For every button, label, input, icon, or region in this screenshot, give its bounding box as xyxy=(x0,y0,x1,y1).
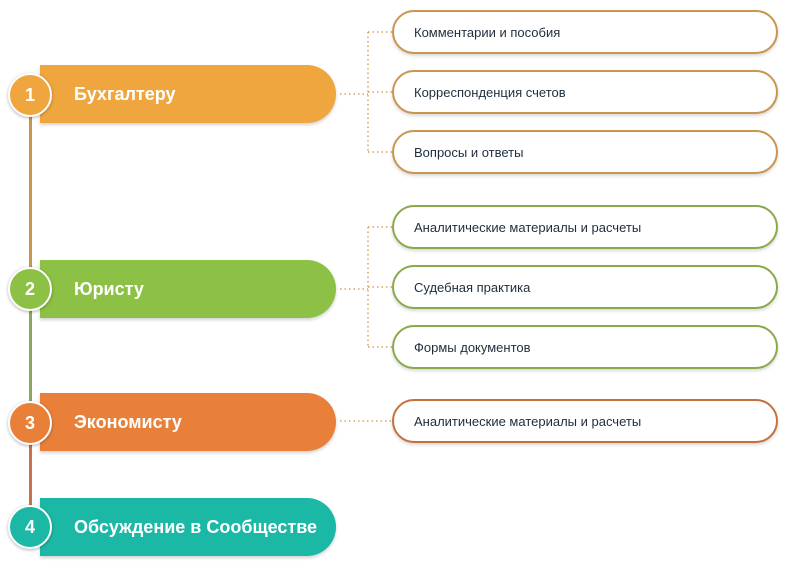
category-number-badge: 2 xyxy=(8,267,52,311)
spine-segment-3 xyxy=(29,444,32,508)
spine-segment-2 xyxy=(29,310,32,404)
subitem-commentaries[interactable]: Комментарии и пособия xyxy=(392,10,778,54)
subitem-questions-answers[interactable]: Вопросы и ответы xyxy=(392,130,778,174)
category-number-badge: 1 xyxy=(8,73,52,117)
category-banner-accountant[interactable]: Бухгалтеру xyxy=(40,65,336,123)
category-label: Экономисту xyxy=(74,411,182,432)
connector-group-2 xyxy=(340,226,392,348)
subitem-account-correspondence[interactable]: Корреспонденция счетов xyxy=(392,70,778,114)
category-banner-economist[interactable]: Экономисту xyxy=(40,393,336,451)
spine-segment-1 xyxy=(29,116,32,268)
connector-group-1 xyxy=(340,31,392,153)
subitem-label: Формы документов xyxy=(414,339,531,355)
subitem-label: Аналитические материалы и расчеты xyxy=(414,413,642,429)
subitem-label: Вопросы и ответы xyxy=(414,144,524,160)
category-label: Обсуждение в Сообществе xyxy=(74,516,318,537)
category-banner-community[interactable]: Обсуждение в Сообществе xyxy=(40,498,336,556)
subitem-label: Комментарии и пособия xyxy=(414,24,561,40)
category-banner-lawyer[interactable]: Юристу xyxy=(40,260,336,318)
subitem-analytics-lawyer[interactable]: Аналитические материалы и расчеты xyxy=(392,205,778,249)
subitem-label: Корреспонденция счетов xyxy=(414,84,566,100)
subitem-analytics-economist[interactable]: Аналитические материалы и расчеты xyxy=(392,399,778,443)
category-number-badge: 4 xyxy=(8,505,52,549)
subitem-document-forms[interactable]: Формы документов xyxy=(392,325,778,369)
subitem-court-practice[interactable]: Судебная практика xyxy=(392,265,778,309)
category-label: Юристу xyxy=(74,278,144,299)
category-number-badge: 3 xyxy=(8,401,52,445)
subitem-label: Судебная практика xyxy=(414,279,531,295)
category-label: Бухгалтеру xyxy=(74,83,176,104)
subitem-label: Аналитические материалы и расчеты xyxy=(414,219,642,235)
